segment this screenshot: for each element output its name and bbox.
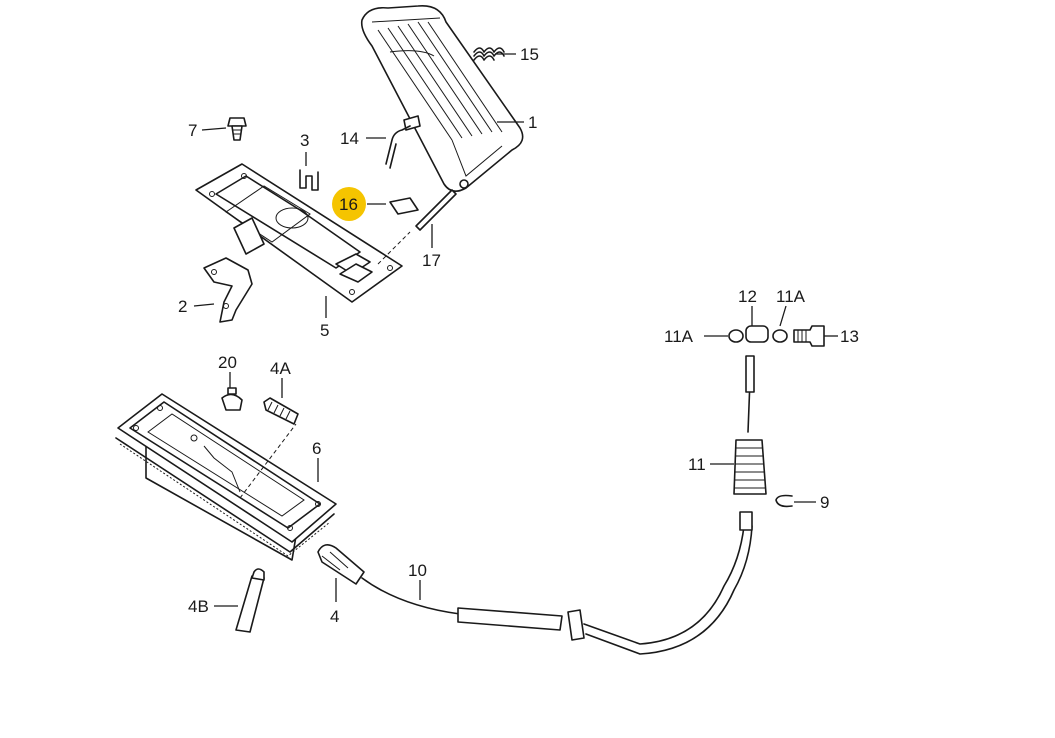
retainer-plate-part	[389, 197, 419, 215]
pivot-pin-part	[377, 189, 457, 265]
callout-5: 5	[320, 321, 329, 340]
callout-9: 9	[820, 493, 829, 512]
callout-15: 15	[520, 45, 539, 64]
bracket-part	[203, 257, 253, 323]
callout-labels: 1 15 14 7 3 16 17 5 2 20 4A 6 4 4B 10 11…	[178, 45, 859, 626]
callout-14: 14	[340, 129, 359, 148]
callout-17: 17	[422, 251, 441, 270]
callout-4: 4	[330, 607, 339, 626]
callout-7: 7	[188, 121, 197, 140]
adjuster-assembly	[728, 325, 825, 347]
callout-4b: 4B	[188, 597, 209, 616]
spring-clip-part	[775, 494, 793, 508]
callout-12: 12	[738, 287, 757, 306]
leader-lines	[193, 53, 838, 607]
boot-part	[317, 544, 365, 585]
callout-11a-top: 11A	[776, 287, 806, 306]
cable-boot-part	[733, 355, 767, 495]
clip-wire-part	[385, 125, 411, 169]
callout-1: 1	[528, 113, 537, 132]
callout-16: 16	[339, 195, 358, 214]
accelerator-pedal-part	[360, 5, 524, 192]
plug-part	[263, 397, 299, 425]
callout-3: 3	[300, 131, 309, 150]
callout-13: 13	[840, 327, 859, 346]
spring-part	[473, 47, 505, 61]
cable-part	[361, 511, 753, 655]
callout-6: 6	[312, 439, 321, 458]
sleeve-part	[235, 568, 265, 633]
base-plate-part	[195, 163, 403, 303]
callout-2: 2	[178, 297, 187, 316]
callout-4a: 4A	[270, 359, 291, 378]
callout-11a-left: 11A	[664, 327, 694, 346]
screw-part	[227, 117, 247, 141]
clip-part	[299, 169, 319, 191]
callout-20: 20	[218, 353, 237, 372]
grommet-part	[221, 387, 243, 411]
lower-housing-part	[115, 393, 337, 561]
callout-10: 10	[408, 561, 427, 580]
callout-11: 11	[688, 455, 706, 474]
highlight-badge	[332, 187, 366, 221]
